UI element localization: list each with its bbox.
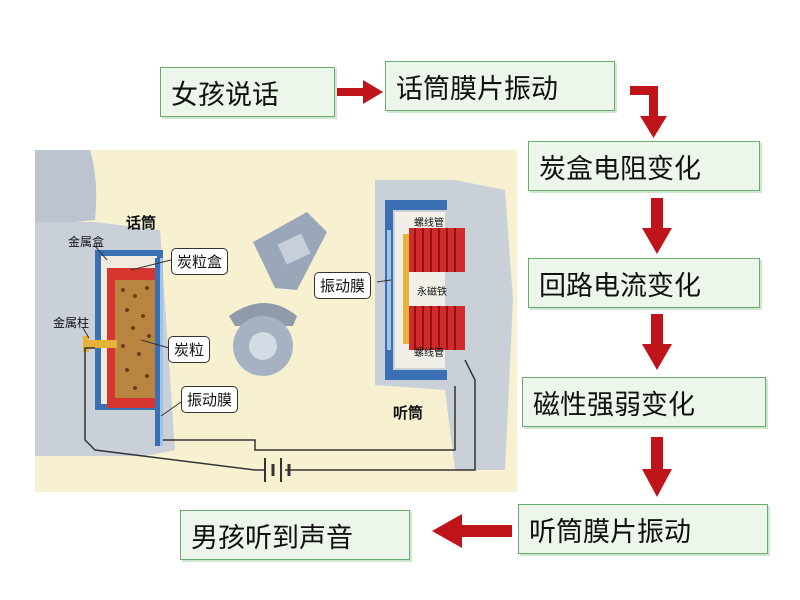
flow-step-girl-speaks: 女孩说话 [160,67,335,117]
carbon-grains-callout: 炭粒 [168,336,211,363]
coil-top-label: 螺线管 [414,218,444,229]
flow-step-label: 男孩听到声音 [191,522,353,554]
flow-step-earpiece-membrane: 听筒膜片振动 [518,504,768,554]
carbon-box-callout: 炭粒盒 [171,248,229,275]
flow-step-label: 回路电流变化 [539,270,701,302]
arrow-down-icon [642,437,672,497]
flow-step-boy-hears: 男孩听到声音 [180,510,410,560]
flow-step-label: 炭盒电阻变化 [539,153,701,185]
arrow-left-icon [432,514,512,548]
earpiece-label: 听筒 [393,404,424,422]
arrow-down-icon [642,198,672,254]
flow-step-label: 听筒膜片振动 [529,516,691,548]
telephone-diagram: 话筒 金属盒 金属柱 炭粒盒 炭粒 振动膜 振动膜 螺线管 永磁铁 螺线管 听筒 [35,150,517,492]
flow-step-circuit-current: 回路电流变化 [528,258,760,308]
arrow-down-icon [642,314,672,370]
flow-step-mic-membrane: 话筒膜片振动 [385,61,615,111]
telephone-circuit-illustration [35,150,513,482]
magnet-label: 永磁铁 [417,287,447,298]
metal-box-label: 金属盒 [68,235,105,249]
arrow-right-icon [337,80,383,104]
microphone-label: 话筒 [126,214,157,232]
flow-step-carbon-resistance: 炭盒电阻变化 [528,141,760,191]
ear-diaphragm-callout: 振动膜 [314,272,372,299]
flow-step-label: 话筒膜片振动 [396,73,558,105]
flow-step-magnetism: 磁性强弱变化 [522,377,766,427]
flow-step-label: 女孩说话 [171,79,279,111]
elbow-arrow-icon [630,86,667,138]
telephone-icon [229,212,327,376]
coil-bottom-label: 螺线管 [414,348,444,359]
metal-post-label: 金属柱 [53,316,90,330]
flow-step-label: 磁性强弱变化 [533,389,695,421]
mic-diaphragm-callout: 振动膜 [181,386,239,413]
